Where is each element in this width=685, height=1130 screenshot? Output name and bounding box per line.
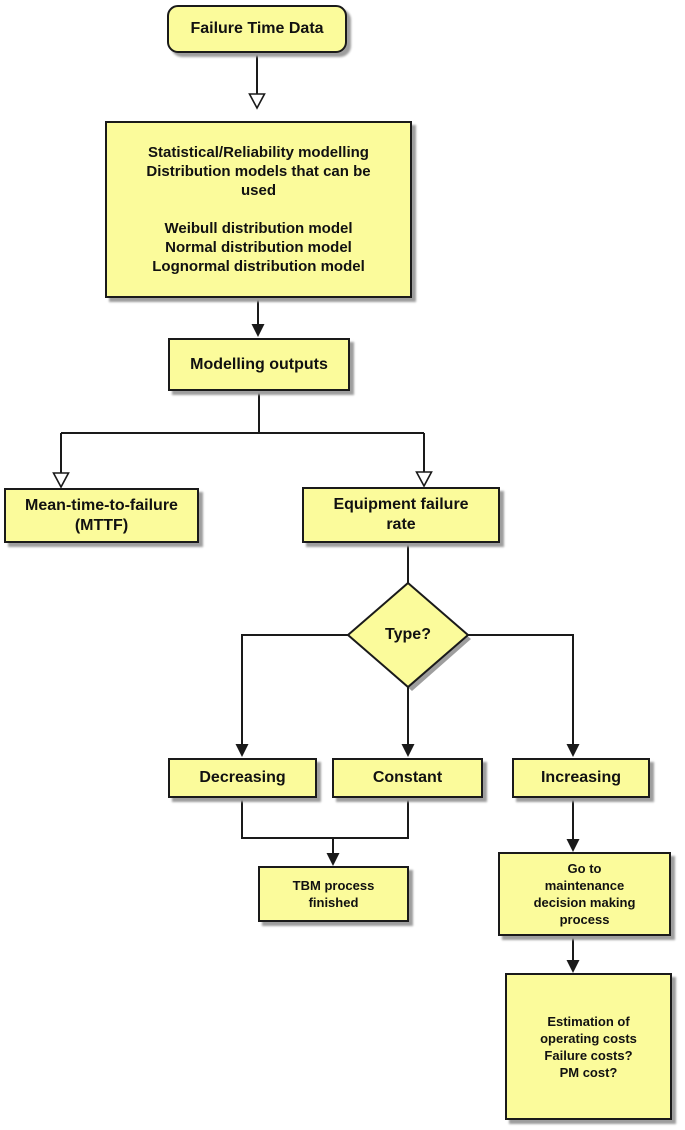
type-decision-diamond	[346, 581, 471, 691]
edge-failure-to-statistical	[248, 53, 266, 110]
edge-merge-to-tbm	[241, 797, 409, 866]
node-cost-estimation: Estimation of operating costs Failure co…	[505, 973, 672, 1120]
filled-arrowhead-icon	[235, 744, 249, 757]
hollow-arrowhead-icon	[52, 472, 70, 489]
edge-type-to-increasing	[468, 634, 580, 757]
filled-arrowhead-icon	[566, 839, 580, 852]
node-failure-time-data: Failure Time Data	[167, 5, 347, 53]
edge-statistical-to-modelling-outputs	[251, 298, 265, 337]
node-increasing: Increasing	[512, 758, 650, 798]
filled-arrowhead-icon	[566, 744, 580, 757]
node-type-decision-label: Type?	[385, 626, 431, 643]
edge-type-to-decreasing	[235, 634, 348, 757]
edge-maintenance-to-estimation	[566, 936, 580, 973]
filled-arrowhead-icon	[326, 853, 340, 866]
hollow-arrowhead-icon	[248, 93, 266, 110]
filled-arrowhead-icon	[401, 744, 415, 757]
node-mttf: Mean-time-to-failure (MTTF)	[4, 488, 199, 543]
node-constant: Constant	[332, 758, 483, 798]
edge-modelling-outputs-branch	[52, 391, 433, 489]
node-equipment-failure-rate: Equipment failure rate	[302, 487, 500, 543]
filled-arrowhead-icon	[251, 324, 265, 337]
edge-type-to-constant	[401, 687, 415, 757]
filled-arrowhead-icon	[566, 960, 580, 973]
edge-increasing-to-maintenance	[566, 797, 580, 852]
node-tbm-finished: TBM process finished	[258, 866, 409, 922]
node-maintenance-decision: Go to maintenance decision making proces…	[498, 852, 671, 936]
node-statistical-modelling: Statistical/Reliability modelling Distri…	[105, 121, 412, 298]
node-decreasing: Decreasing	[168, 758, 317, 798]
node-modelling-outputs: Modelling outputs	[168, 338, 350, 391]
hollow-arrowhead-icon	[415, 471, 433, 488]
